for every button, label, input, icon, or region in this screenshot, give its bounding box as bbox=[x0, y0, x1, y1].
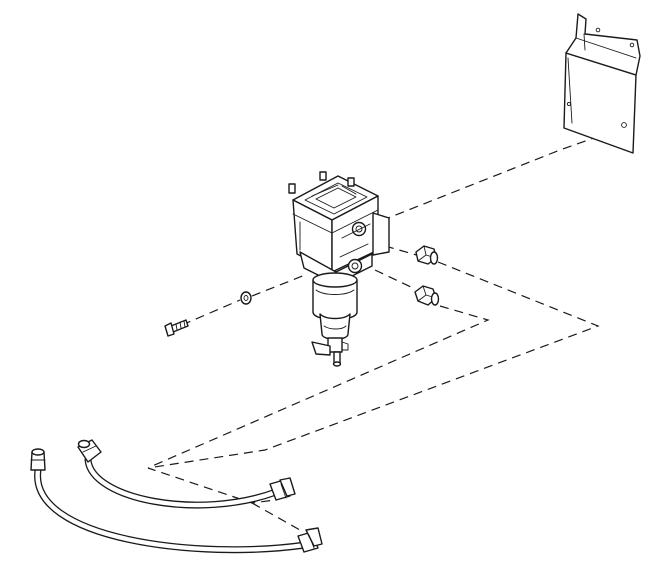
guide-line-bolt-to-housing bbox=[181, 274, 306, 326]
hose-long bbox=[30, 448, 323, 554]
washer bbox=[240, 291, 252, 305]
guide-line-bracket-to-housing bbox=[377, 125, 629, 223]
fitting-lower bbox=[414, 285, 440, 306]
assembly-guide-lines bbox=[147, 125, 629, 531]
mounting-bracket bbox=[563, 13, 641, 154]
guide-line-lower-fitting-route bbox=[149, 269, 490, 468]
fuel-filter-housing bbox=[288, 171, 390, 285]
filter-bowl bbox=[312, 272, 358, 340]
fitting-upper bbox=[415, 245, 439, 265]
drain-valve bbox=[311, 337, 349, 367]
guide-line-short-hose bbox=[251, 502, 301, 531]
bolt bbox=[164, 319, 189, 337]
guide-line-upper-fitting-route bbox=[147, 245, 600, 504]
hose-short bbox=[77, 439, 296, 509]
